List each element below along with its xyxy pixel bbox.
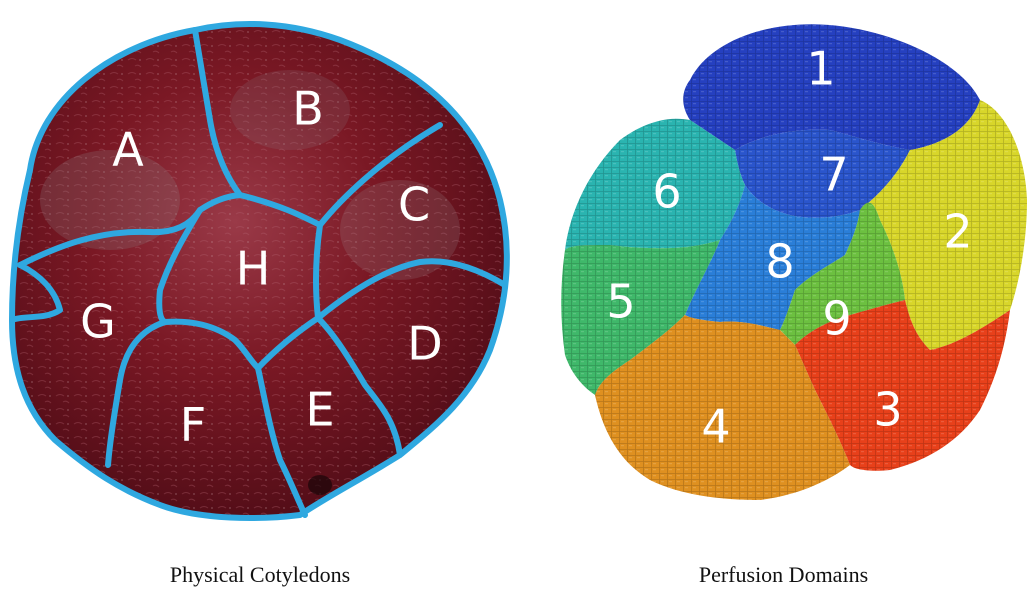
- cotyledon-label-g: G: [80, 295, 116, 349]
- perfusion-domains-caption: Perfusion Domains: [540, 562, 1027, 588]
- cotyledon-label-c: C: [398, 178, 430, 232]
- perfusion-domains-panel: 1 2 3 4 5 6 7 8 9: [540, 0, 1027, 540]
- cotyledon-label-e: E: [305, 383, 334, 437]
- domain-label-5: 5: [606, 275, 635, 329]
- domain-label-6: 6: [652, 165, 681, 219]
- domain-label-8: 8: [765, 235, 794, 289]
- cotyledon-label-b: B: [292, 82, 324, 136]
- cotyledon-label-a: A: [112, 123, 144, 177]
- domain-label-1: 1: [806, 42, 835, 96]
- placenta-photo: A B C D E F G H: [0, 0, 520, 540]
- physical-cotyledons-caption: Physical Cotyledons: [0, 562, 520, 588]
- cotyledon-label-f: F: [180, 398, 206, 452]
- perfusion-domains-render: 1 2 3 4 5 6 7 8 9: [540, 0, 1027, 540]
- domain-label-4: 4: [701, 400, 730, 454]
- physical-cotyledons-panel: A B C D E F G H: [0, 0, 520, 540]
- domain-label-9: 9: [822, 292, 851, 346]
- cotyledon-label-d: D: [407, 317, 442, 371]
- domain-label-7: 7: [819, 148, 848, 202]
- cotyledon-label-h: H: [236, 242, 271, 296]
- domain-label-3: 3: [873, 383, 902, 437]
- domain-label-2: 2: [943, 205, 972, 259]
